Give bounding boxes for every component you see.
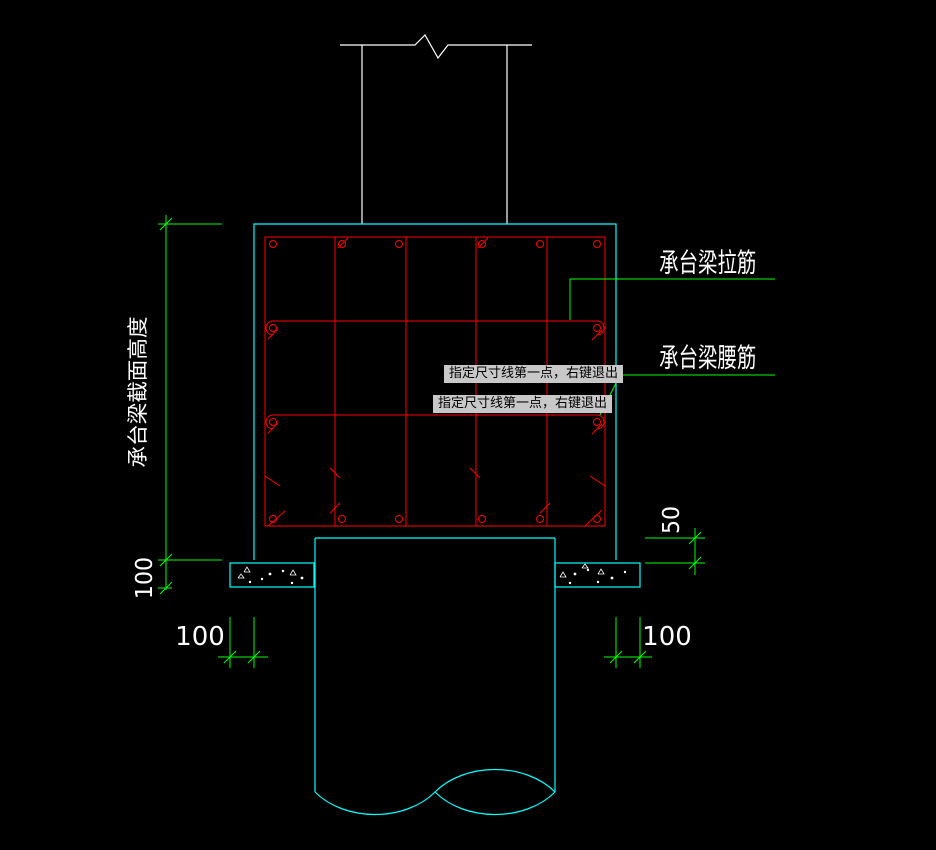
rebar-bottom-bars	[269, 515, 601, 523]
cushion-right	[554, 562, 641, 588]
pile-embed-dimension	[645, 528, 705, 575]
rebar-cage	[264, 236, 606, 527]
rebar-hooks	[264, 237, 606, 527]
rebar-waist-upper	[265, 320, 605, 336]
cushion-left	[229, 562, 315, 588]
right-extension-dimension	[604, 617, 652, 668]
tie-bar-leader	[569, 278, 775, 320]
pile-embed-label: 50	[658, 506, 685, 534]
section-height-label: 承台梁截面高度	[126, 316, 151, 467]
pile-break-inner	[434, 791, 556, 815]
column	[340, 34, 532, 224]
left-extension-dimension	[218, 617, 268, 668]
cap-beam-outline	[253, 223, 617, 560]
rebar-waist-bars	[269, 324, 601, 426]
waist-bar-label: 承台梁腰筋	[659, 342, 756, 374]
rebar-waist-lower	[265, 414, 605, 430]
pile	[314, 537, 556, 815]
waist-bar-leader	[599, 374, 775, 416]
command-tooltip: 指定尺寸线第一点，右键退出	[433, 395, 613, 413]
left-extension-label: 100	[175, 622, 225, 652]
command-tooltip: 指定尺寸线第一点，右键退出	[444, 365, 624, 383]
tie-bar-label: 承台梁拉筋	[659, 247, 756, 279]
section-height-dimension	[158, 215, 222, 595]
right-extension-label: 100	[642, 622, 692, 652]
cushion-thickness-label: 100	[131, 557, 158, 599]
rebar-top-bars	[269, 240, 601, 248]
column-break-line	[340, 34, 532, 60]
